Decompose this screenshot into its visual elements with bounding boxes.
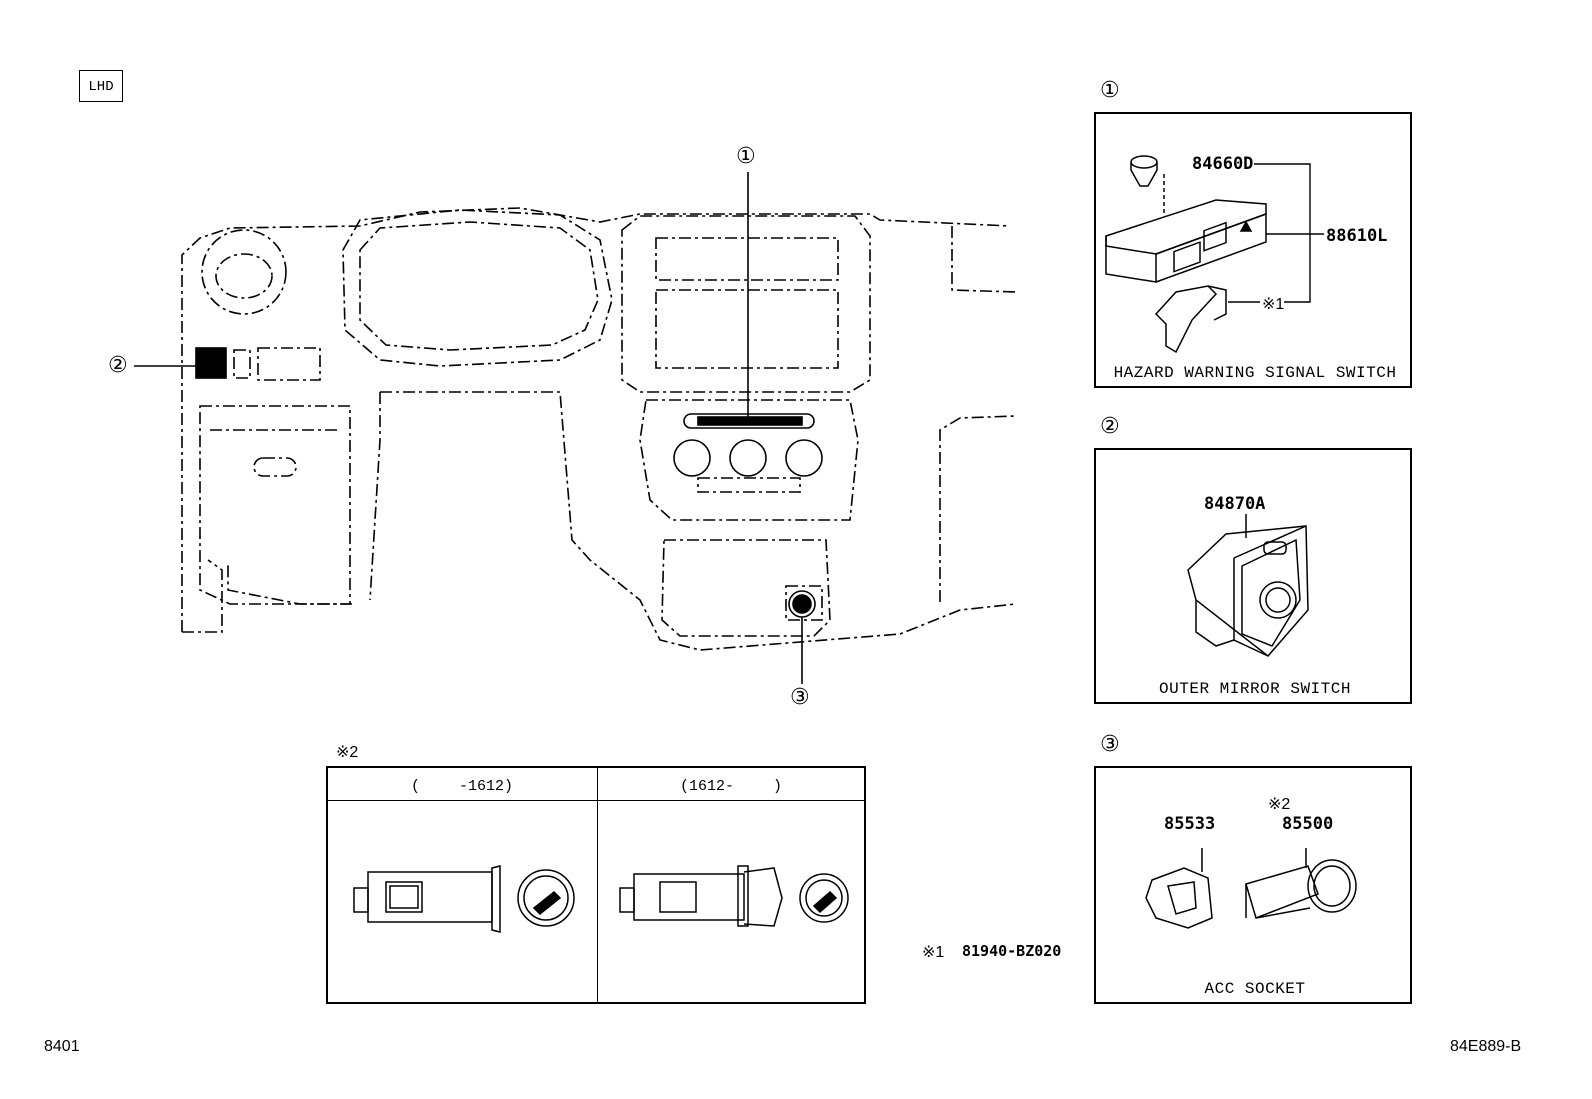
mirror-switch-location — [195, 347, 227, 379]
panel1-title: ① — [1100, 78, 1120, 103]
footnote-part: 81940-BZ020 — [962, 942, 1062, 960]
footnote-ref: ※1 — [922, 944, 945, 961]
lighter-note-ref: ※2 — [336, 744, 359, 761]
lighter-table: ( -1612) (1612- ) — [326, 766, 866, 1004]
acc-socket-location — [792, 594, 812, 614]
callout-2: ② — [108, 353, 128, 378]
panel2-title: ② — [1100, 414, 1120, 439]
page-number: 8401 — [44, 1038, 80, 1055]
lhd-label: LHD — [79, 70, 123, 102]
acc-caption: ACC SOCKET — [1204, 980, 1306, 998]
part-88610l: 88610L — [1326, 226, 1388, 246]
part-84870a: 84870A — [1204, 494, 1266, 514]
mirror-caption: OUTER MIRROR SWITCH — [1159, 680, 1351, 698]
lighter-header-early: ( -1612) — [410, 778, 513, 795]
callout-1: ① — [736, 144, 756, 169]
panel3-title: ③ — [1100, 732, 1120, 757]
hazard-switch-panel: 84660D 88610L ※1 HAZARD WARNING SIGNAL S… — [1094, 112, 1412, 388]
hazard-switch-icon — [1105, 155, 1324, 354]
lighter-header-late: (1612- ) — [679, 778, 782, 795]
note-ref-1: ※1 — [1262, 296, 1285, 313]
mirror-switch-icon — [1187, 514, 1309, 658]
cigarette-lighter-icon — [353, 865, 849, 933]
hazard-switch-location — [697, 416, 803, 426]
part-84660d: 84660D — [1192, 154, 1254, 174]
acc-socket-icon — [1145, 848, 1357, 929]
callout-3: ③ — [790, 685, 810, 710]
figure-code: 84E889-B — [1450, 1038, 1522, 1055]
mirror-switch-panel: 84870A OUTER MIRROR SWITCH — [1094, 448, 1412, 704]
acc-socket-panel: ※2 85533 85500 ACC SOCKET — [1094, 766, 1412, 1004]
hazard-caption: HAZARD WARNING SIGNAL SWITCH — [1113, 364, 1397, 382]
note-ref-2: ※2 — [1268, 796, 1291, 813]
part-85533: 85533 — [1164, 814, 1216, 834]
part-85500: 85500 — [1282, 814, 1334, 834]
